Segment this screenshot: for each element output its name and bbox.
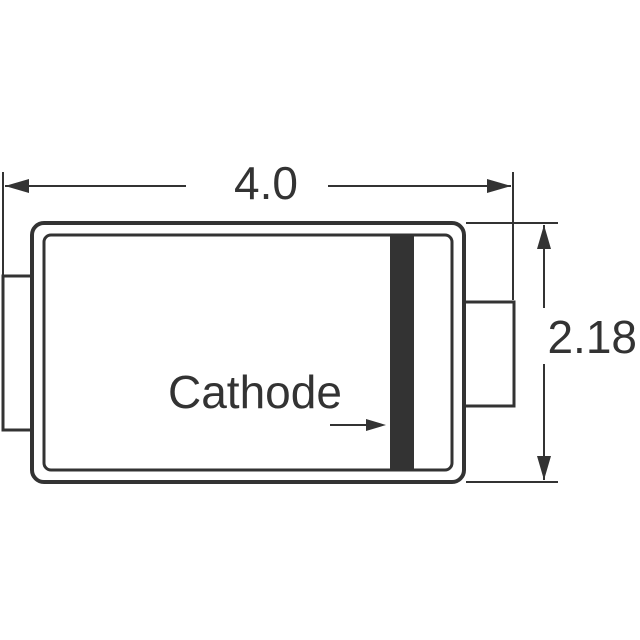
width-dimension-label: 4.0	[234, 157, 298, 209]
left-lead	[1, 274, 35, 432]
height-dimension-label: 2.18	[547, 311, 637, 363]
cathode-arrowhead	[366, 419, 386, 431]
width-arrowhead-right	[487, 179, 511, 193]
cathode-band	[390, 236, 414, 469]
package-body-outer	[30, 221, 466, 484]
package-body-inner	[42, 233, 454, 472]
height-arrowhead-top	[537, 225, 551, 249]
width-arrowhead-left	[5, 179, 29, 193]
height-arrowhead-bottom	[537, 456, 551, 480]
right-lead	[462, 300, 516, 408]
cathode-label: Cathode	[168, 366, 342, 418]
